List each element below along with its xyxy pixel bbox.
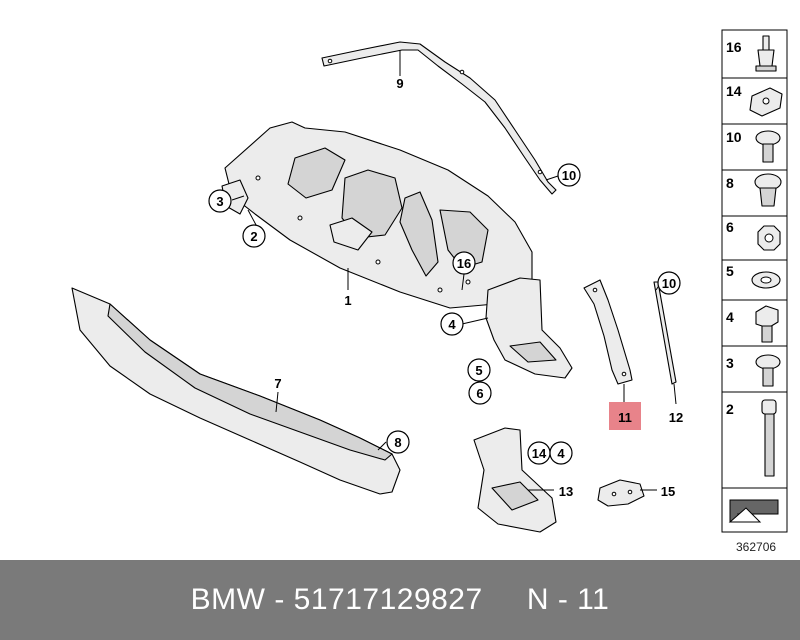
expanding-rivet-icon (754, 173, 782, 207)
callout-5: 5 (467, 358, 491, 382)
svg-text:8: 8 (394, 435, 401, 450)
callout-15: 15 (661, 484, 675, 499)
hex-bolt-icon (755, 305, 779, 343)
callout-7: 7 (274, 376, 281, 391)
sidebar-item-2: 2 (726, 399, 777, 477)
callout-6: 6 (468, 381, 492, 405)
svg-text:10: 10 (726, 129, 742, 145)
callout-8: 8 (386, 430, 410, 454)
callout-4-lower: 4 (549, 441, 573, 465)
hex-nut-icon (757, 225, 781, 251)
sidebar-item-8: 8 (726, 173, 782, 207)
svg-text:2: 2 (726, 401, 734, 417)
sidebar-item-6: 6 (726, 219, 781, 251)
svg-text:10: 10 (562, 168, 576, 183)
svg-text:10: 10 (662, 276, 676, 291)
svg-text:6: 6 (726, 219, 734, 235)
svg-text:7: 7 (274, 376, 281, 391)
sidebar-item-14: 14 (726, 83, 783, 117)
footer-bar: BMW - 51717129827 N - 11 (0, 560, 800, 640)
svg-text:12: 12 (669, 410, 683, 425)
svg-text:4: 4 (448, 317, 456, 332)
sidebar-item-16: 16 (726, 35, 777, 72)
svg-text:5: 5 (475, 363, 482, 378)
long-bolt-icon (761, 399, 777, 477)
collar-screw-icon (755, 130, 781, 163)
svg-text:1: 1 (344, 293, 351, 308)
callout-16: 16 (452, 251, 476, 275)
callout-14: 14 (527, 441, 551, 465)
diagram-id-label: 362706 (736, 540, 777, 554)
sidebar-item-4: 4 (726, 305, 779, 343)
svg-text:14: 14 (726, 83, 742, 99)
sidebar-item-arrow (728, 499, 779, 523)
callout-2: 2 (242, 224, 266, 248)
part-15-plate (597, 479, 645, 507)
svg-text:14: 14 (532, 446, 547, 461)
svg-text:13: 13 (559, 484, 573, 499)
svg-text:16: 16 (726, 39, 742, 55)
svg-text:2: 2 (250, 229, 257, 244)
parts-diagram: 9 10 3 2 16 1 4 5 6 7 8 10 11 (71, 29, 788, 533)
svg-text:11: 11 (618, 410, 632, 425)
part-9-strip (321, 41, 557, 195)
clip-nut-icon (749, 87, 783, 117)
part-lower-support (485, 277, 573, 379)
part-number-caption: BMW - 51717129827 N - 11 (190, 583, 610, 616)
callout-10-right: 10 (657, 271, 681, 295)
svg-text:6: 6 (476, 386, 483, 401)
arrow-symbol-icon (728, 499, 779, 523)
callout-3: 3 (208, 189, 232, 213)
svg-text:16: 16 (457, 256, 471, 271)
callout-12: 12 (669, 410, 683, 425)
sidebar-item-3: 3 (726, 354, 781, 387)
callout-1: 1 (344, 293, 351, 308)
sidebar-item-10: 10 (726, 129, 781, 163)
svg-text:3: 3 (216, 194, 223, 209)
callout-10-top: 10 (557, 163, 581, 187)
callout-4-upper: 4 (440, 312, 464, 336)
callout-9: 9 (396, 76, 403, 91)
callout-13: 13 (559, 484, 573, 499)
torx-screw-icon (755, 354, 781, 387)
svg-text:3: 3 (726, 355, 734, 371)
washer-icon (751, 271, 781, 289)
hardware-sidebar: 16 14 10 8 (721, 29, 788, 533)
part-7-bumper-bar (71, 287, 401, 495)
part-12-rod (653, 281, 677, 385)
svg-text:15: 15 (661, 484, 675, 499)
stud-bolt-icon (755, 35, 777, 72)
svg-text:4: 4 (726, 309, 734, 325)
part-1-front-carrier (221, 121, 533, 309)
svg-text:4: 4 (557, 446, 565, 461)
svg-text:9: 9 (396, 76, 403, 91)
callout-11-highlighted: 11 (609, 402, 641, 430)
sidebar-item-5: 5 (726, 263, 781, 289)
part-11-strut (583, 279, 633, 385)
part-13-bracket (473, 427, 557, 533)
svg-text:8: 8 (726, 175, 734, 191)
svg-text:5: 5 (726, 263, 734, 279)
